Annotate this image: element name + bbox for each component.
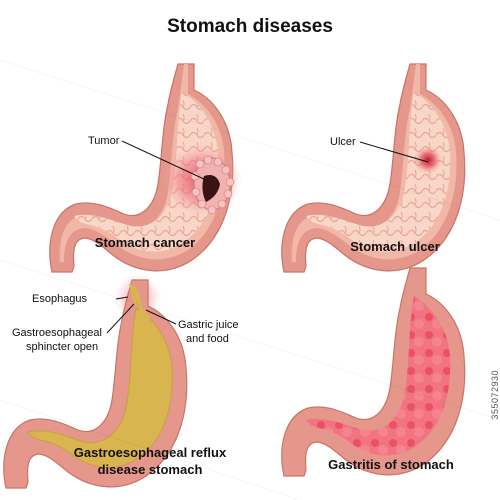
sphincter-label-line2: sphincter open xyxy=(26,341,99,353)
ulcer-leader xyxy=(359,141,429,163)
page-title: Stomach diseases xyxy=(167,16,333,37)
juice-leader xyxy=(145,309,177,325)
ulcer-spot xyxy=(414,146,442,174)
sphincter-label-line1: Gastroesophageal xyxy=(12,327,102,339)
esophagus-leader xyxy=(115,296,129,300)
ulcer-label: Ulcer xyxy=(330,136,356,148)
stomach-cancer-figure xyxy=(49,63,242,273)
esophagus-label: Esophagus xyxy=(32,293,88,305)
gastritis-figure xyxy=(281,267,466,477)
tumor-mass xyxy=(190,155,235,215)
gerd-stomach-figure xyxy=(3,274,188,489)
stomach-ulcer-caption: Stomach ulcer xyxy=(350,239,440,254)
stomach-cancer-caption: Stomach cancer xyxy=(94,235,196,250)
tumor-leader xyxy=(121,140,207,181)
leader-lines xyxy=(106,140,429,334)
gastric-juice-label-line1: Gastric juice xyxy=(178,319,239,331)
gerd-caption-line1: Gastroesophageal reflux xyxy=(73,445,227,460)
stock-id: 355072930 xyxy=(490,370,500,420)
tumor-label: Tumor xyxy=(88,135,120,147)
sphincter-leader xyxy=(106,303,135,334)
stomach-ulcer-figure xyxy=(281,63,466,273)
gerd-caption-line2: disease stomach xyxy=(97,462,203,477)
gastric-juice-label-line2: and food xyxy=(186,333,229,345)
gastritis-caption: Gastritis of stomach xyxy=(328,457,454,472)
watermark-pattern xyxy=(0,59,500,500)
